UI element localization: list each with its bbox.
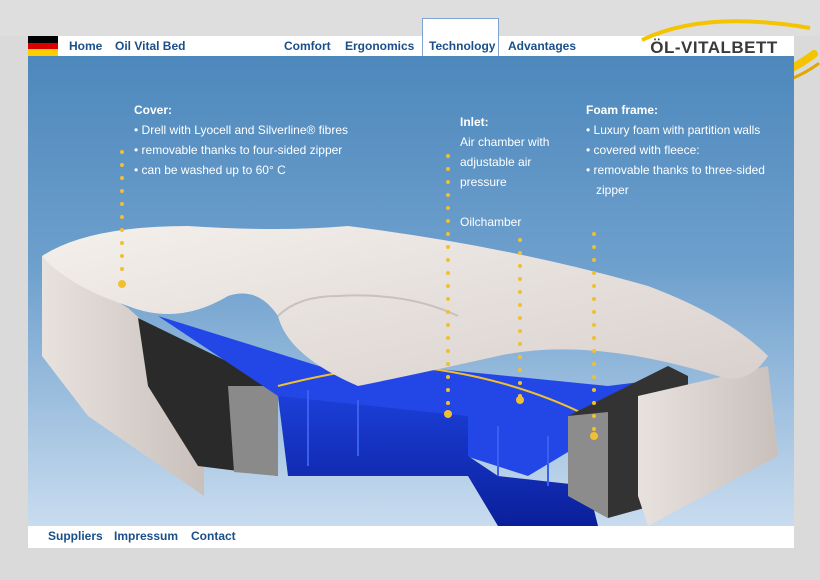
leader-dot: [446, 219, 450, 223]
top-navigation: Home Oil Vital Bed Comfort Ergonomics Te…: [28, 18, 794, 56]
nav-oil-vital-bed[interactable]: Oil Vital Bed: [115, 39, 186, 53]
leader-dot: [446, 401, 450, 405]
leader-end-dot: [516, 396, 524, 404]
leader-dot: [446, 362, 450, 366]
callout-foam-line: • removable thanks to three-sided: [586, 163, 765, 177]
leader-dot: [518, 381, 522, 385]
leader-dot: [446, 232, 450, 236]
callout-inlet-line: adjustable air: [460, 155, 532, 169]
leader-dot: [120, 267, 124, 271]
leader-dot: [446, 193, 450, 197]
footer-suppliers[interactable]: Suppliers: [48, 529, 103, 543]
german-flag-icon[interactable]: [28, 36, 58, 56]
leader-dot: [120, 176, 124, 180]
leader-dot: [120, 241, 124, 245]
leader-dot: [592, 349, 596, 353]
leader-dot: [592, 284, 596, 288]
leader-dot: [446, 271, 450, 275]
callout-cover-line: • Drell with Lyocell and Silverline® fib…: [134, 123, 349, 137]
leader-end-dot: [444, 410, 452, 418]
leader-dot: [518, 342, 522, 346]
leader-dot: [446, 310, 450, 314]
leader-dot: [446, 375, 450, 379]
leader-dot: [120, 202, 124, 206]
leader-dot: [592, 401, 596, 405]
callout-foam-line: zipper: [596, 183, 629, 197]
nav-comfort[interactable]: Comfort: [284, 39, 331, 53]
leader-dot: [518, 277, 522, 281]
footer-impressum[interactable]: Impressum: [114, 529, 179, 543]
leader-dot: [518, 316, 522, 320]
page-frame-top: [0, 0, 820, 36]
leader-dot: [592, 258, 596, 262]
callout-foam-line: • Luxury foam with partition walls: [586, 123, 761, 137]
callout-inlet-line: pressure: [460, 175, 507, 189]
footer-navigation: Suppliers Impressum Contact: [28, 526, 794, 548]
mattress-technology-illustration: Cover: • Drell with Lyocell and Silverli…: [28, 56, 794, 526]
leader-dot: [592, 427, 596, 431]
leader-dot: [120, 163, 124, 167]
leader-dot: [592, 336, 596, 340]
leader-dot: [446, 323, 450, 327]
callout-inlet-heading: Inlet:: [460, 115, 489, 129]
leader-dot: [120, 189, 124, 193]
callout-cover-heading: Cover:: [134, 103, 173, 117]
nav-home[interactable]: Home: [69, 39, 103, 53]
logo-wordmark: ÖL-VITALBETT: [650, 38, 778, 57]
leader-dot: [446, 258, 450, 262]
leader-end-dot: [590, 432, 598, 440]
mattress-cutaway-illustration: [42, 226, 778, 526]
nav-advantages[interactable]: Advantages: [508, 39, 577, 53]
leader-dot: [446, 284, 450, 288]
leader-dot: [518, 355, 522, 359]
leader-dot: [120, 150, 124, 154]
leader-dot: [518, 303, 522, 307]
callout-cover-line: • can be washed up to 60° C: [134, 163, 286, 177]
callout-foam-heading: Foam frame:: [586, 103, 659, 117]
leader-dot: [592, 297, 596, 301]
nav-ergonomics[interactable]: Ergonomics: [345, 39, 415, 53]
leader-dot: [446, 297, 450, 301]
leader-dot: [446, 167, 450, 171]
callout-inlet-line: Air chamber with: [460, 135, 550, 149]
leader-dot: [592, 310, 596, 314]
callout-inlet: Inlet: Air chamber with adjustable air p…: [460, 112, 580, 232]
callout-foam-frame: Foam frame: • Luxury foam with partition…: [586, 100, 786, 200]
leader-dot: [592, 414, 596, 418]
leader-dot: [120, 215, 124, 219]
leader-dot: [518, 251, 522, 255]
leader-dot: [518, 290, 522, 294]
nav-technology[interactable]: Technology: [429, 39, 496, 53]
leader-dot: [592, 245, 596, 249]
leader-dot: [592, 375, 596, 379]
callout-oilchamber: Oilchamber: [460, 215, 522, 229]
leader-dot: [518, 368, 522, 372]
leader-dot: [446, 245, 450, 249]
callout-cover: Cover: • Drell with Lyocell and Silverli…: [134, 100, 394, 180]
page-frame-bottom: [0, 548, 820, 580]
leader-dot: [592, 362, 596, 366]
leader-dot: [592, 271, 596, 275]
leader-dot: [446, 154, 450, 158]
footer-contact[interactable]: Contact: [191, 529, 236, 543]
leader-dot: [446, 206, 450, 210]
nav-active-tab-frame: [422, 18, 499, 56]
leader-dot: [446, 388, 450, 392]
leader-dot: [446, 349, 450, 353]
callout-foam-line: • covered with fleece:: [586, 143, 700, 157]
leader-end-dot: [118, 280, 126, 288]
leader-dot: [518, 264, 522, 268]
leader-dot: [446, 180, 450, 184]
leader-dot: [120, 254, 124, 258]
leader-dot: [446, 336, 450, 340]
leader-dot: [120, 228, 124, 232]
leader-dot: [592, 232, 596, 236]
leader-dot: [592, 323, 596, 327]
leader-dot: [518, 238, 522, 242]
leader-dot: [518, 329, 522, 333]
callout-cover-line: • removable thanks to four-sided zipper: [134, 143, 343, 157]
leader-dot: [592, 388, 596, 392]
